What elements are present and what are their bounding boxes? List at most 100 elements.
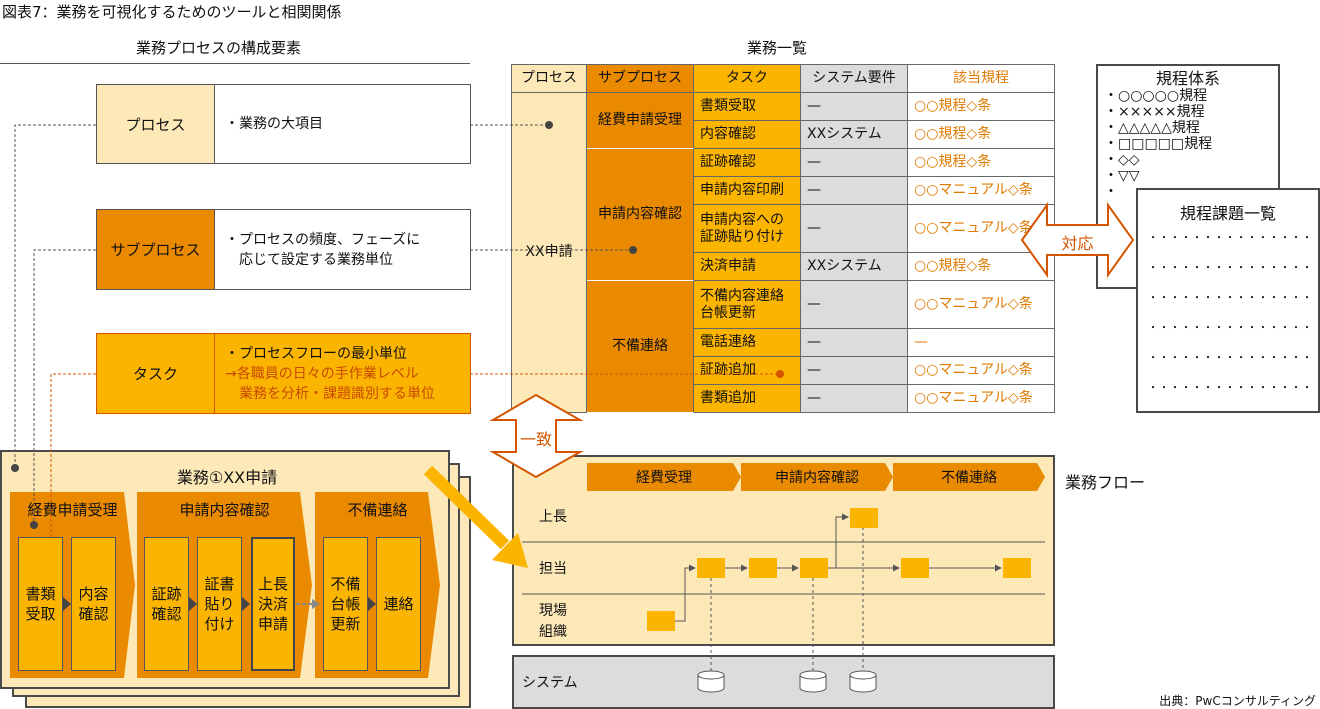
rule-cell: ○○規程◇条 bbox=[908, 149, 1055, 177]
table-heading: 業務一覧 bbox=[747, 39, 808, 57]
rule-cell: ○○規程◇条 bbox=[908, 253, 1055, 281]
task-cell: 書類追加 bbox=[694, 385, 801, 413]
flow-arrows bbox=[675, 513, 1002, 622]
task-cell: 不備内容連絡 台帳更新 bbox=[694, 281, 801, 329]
system-links bbox=[710, 527, 864, 672]
issue-item: ・・・・・・・・・・・・・・・ bbox=[1148, 323, 1313, 334]
rule-cell: ○○マニュアル◇条 bbox=[908, 177, 1055, 205]
phase-label: 申請内容確認 bbox=[179, 500, 270, 519]
issues-box: 規程課題一覧 ・・・・・・・・・・・・・・・・・・・・・・・・・・・・・・・・・… bbox=[1136, 188, 1320, 413]
flow-phase-label: 申請内容確認 bbox=[775, 470, 859, 486]
rule-cell: ○○マニュアル◇条 bbox=[908, 357, 1055, 385]
task-box: 証書 貼り 付け bbox=[197, 537, 242, 671]
process-definition: プロセス ・業務の大項目 bbox=[96, 84, 471, 164]
task-cell: 書類受取 bbox=[694, 93, 801, 121]
chevron-right-icon bbox=[368, 597, 376, 611]
table-header: 該当規程 bbox=[908, 65, 1055, 93]
flow-phase-label: 不備連絡 bbox=[941, 470, 997, 486]
task-cell: 申請内容への 証跡貼り付け bbox=[694, 205, 801, 253]
task-cell: 電話連絡 bbox=[694, 329, 801, 357]
table-header: サブプロセス bbox=[587, 65, 694, 93]
subprocess-definition: サブプロセス ・プロセスの頻度、フェーズに 応じて設定する業務単位 bbox=[96, 209, 471, 290]
lane-label: 担当 bbox=[539, 561, 567, 577]
task-box: 書類 受取 bbox=[18, 537, 63, 671]
desc-line: 業務を分析・課題識別する単位 bbox=[225, 385, 435, 402]
task-cell: 決済申請 bbox=[694, 253, 801, 281]
subprocess-cell: 申請内容確認 bbox=[587, 149, 694, 281]
phase-label: 経費申請受理 bbox=[27, 500, 118, 519]
subprocess-cell: 不備連絡 bbox=[587, 281, 694, 413]
system-cell: — bbox=[801, 329, 908, 357]
issue-item: ・・・・・・・・・・・・・・・ bbox=[1148, 263, 1313, 274]
process-cell: XX申請 bbox=[512, 93, 587, 413]
task-cell: 内容確認 bbox=[694, 121, 801, 149]
task-desc: ・プロセスフローの最小単位→各職員の日々の手作業レベル 業務を分析・課題識別する… bbox=[215, 334, 470, 413]
dot-marker bbox=[776, 370, 784, 378]
flow-phase-chevron bbox=[587, 463, 741, 491]
system-cell: — bbox=[801, 177, 908, 205]
rules-title: 規程体系 bbox=[1155, 69, 1220, 88]
relation-lines bbox=[14, 124, 633, 525]
rule-item: ・×××××規程 bbox=[1104, 104, 1205, 120]
match-label: 一致 bbox=[519, 430, 552, 449]
flow-phase-label: 経費受理 bbox=[636, 470, 692, 486]
flow-step bbox=[749, 558, 777, 578]
task-box: 内容 確認 bbox=[71, 537, 116, 671]
divider bbox=[0, 63, 470, 64]
database-icon bbox=[799, 670, 827, 693]
flow-step bbox=[850, 508, 878, 528]
subprocess-label: サブプロセス bbox=[97, 210, 215, 289]
issue-item: ・・・・・・・・・・・・・・・ bbox=[1148, 383, 1313, 394]
database-icons bbox=[697, 670, 877, 693]
system-label: システム bbox=[522, 675, 578, 691]
system-cell: — bbox=[801, 205, 908, 253]
flow-phase-chevron bbox=[741, 463, 893, 491]
correspond-arrow-icon bbox=[1020, 201, 1135, 279]
flow-phase-bar bbox=[587, 463, 1045, 491]
chevron-right-icon bbox=[242, 597, 250, 611]
flow-label: 業務フロー bbox=[1065, 473, 1146, 492]
system-lane bbox=[512, 655, 1055, 709]
rule-cell: ○○マニュアル◇条 bbox=[908, 385, 1055, 413]
task-box: 連絡 bbox=[376, 537, 421, 671]
system-cell: — bbox=[801, 93, 908, 121]
system-cell: — bbox=[801, 281, 908, 329]
process-label: プロセス bbox=[97, 85, 215, 163]
system-cell: — bbox=[801, 357, 908, 385]
rule-cell: — bbox=[908, 329, 1055, 357]
dot-marker bbox=[629, 246, 637, 254]
lane-label: 上長 bbox=[539, 509, 567, 525]
subprocess-desc: ・プロセスの頻度、フェーズに 応じて設定する業務単位 bbox=[215, 210, 470, 289]
mapping-arrow-icon bbox=[423, 465, 528, 568]
flow-step bbox=[647, 611, 675, 631]
rule-item: ・ bbox=[1104, 184, 1118, 200]
correspond-label: 対応 bbox=[1061, 234, 1094, 253]
components-heading: 業務プロセスの構成要素 bbox=[136, 39, 302, 57]
dot-marker bbox=[545, 121, 553, 129]
source-note: 出典：PwCコンサルティング bbox=[1159, 694, 1316, 708]
rule-item: ・▽▽ bbox=[1104, 168, 1140, 184]
task-box: 不備 台帳 更新 bbox=[323, 537, 368, 671]
process-desc: ・業務の大項目 bbox=[215, 85, 470, 163]
system-cell: XXシステム bbox=[801, 121, 908, 149]
chevron-right-icon bbox=[189, 597, 197, 611]
system-cell: XXシステム bbox=[801, 253, 908, 281]
database-icon bbox=[849, 670, 877, 693]
database-icon bbox=[697, 670, 725, 693]
task-cell: 証跡追加 bbox=[694, 357, 801, 385]
rule-item: ・◇◇ bbox=[1104, 152, 1140, 168]
dot-marker bbox=[30, 521, 38, 529]
task-box: 上長 決済 申請 bbox=[251, 537, 295, 671]
rule-item: ・□□□□□規程 bbox=[1104, 136, 1213, 152]
flow-phase-chevron bbox=[893, 463, 1045, 491]
desc-line: →各職員の日々の手作業レベル bbox=[225, 365, 419, 382]
figure-title: 図表7：業務を可視化するためのツールと相関関係 bbox=[2, 3, 342, 21]
flow-step bbox=[901, 558, 929, 578]
desc-line: ・プロセスの頻度、フェーズに bbox=[225, 231, 421, 248]
task-cell: 証跡確認 bbox=[694, 149, 801, 177]
desc-line: 応じて設定する業務単位 bbox=[225, 251, 393, 268]
flow-step bbox=[1003, 558, 1031, 578]
desc-line: ・業務の大項目 bbox=[225, 116, 323, 132]
